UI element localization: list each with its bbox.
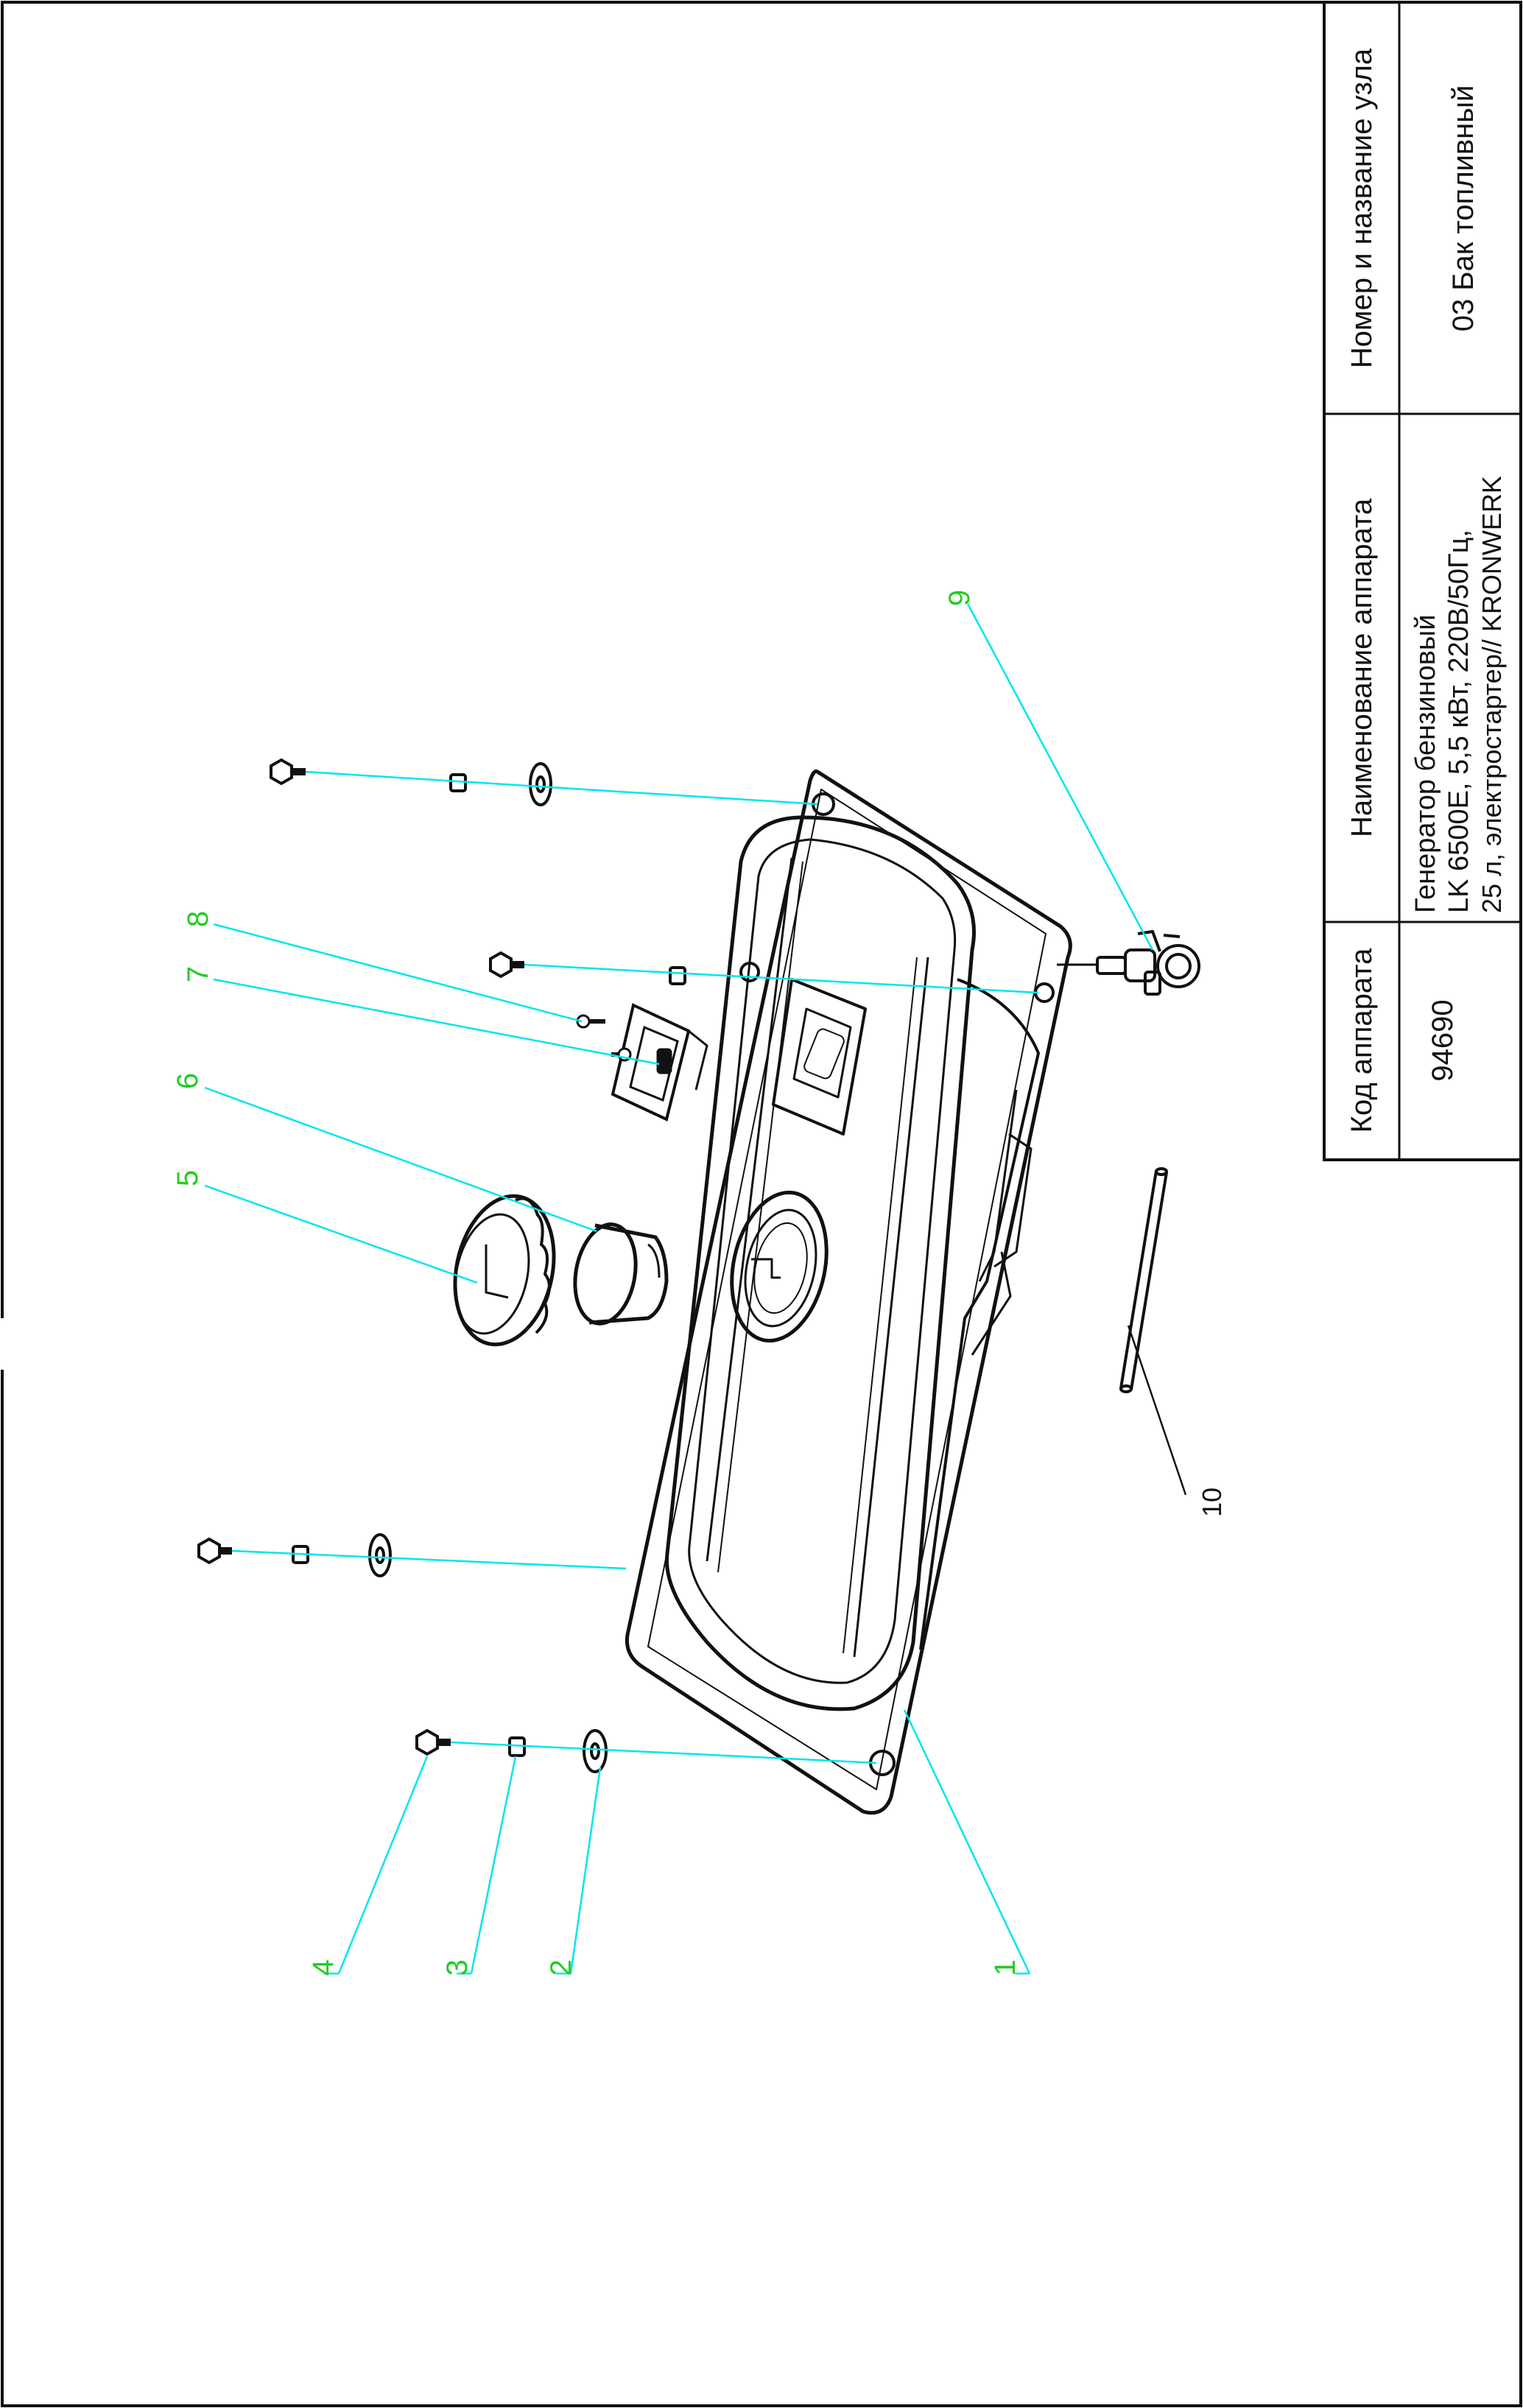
title-col1-header: Код аппарата <box>1346 948 1378 1133</box>
title-col1-value: 94690 <box>1427 999 1459 1081</box>
leader-line-10 <box>1127 1325 1187 1496</box>
title-col2-header: Наименование аппарата <box>1346 498 1378 837</box>
fastener-set-top <box>270 758 552 806</box>
callout-1: 1 <box>989 1960 1021 1976</box>
fuel-valve <box>1057 929 1200 996</box>
title-col2-line2: LK 6500E, 5,5 кВт, 220В/50Гц, <box>1443 529 1474 913</box>
leader-lines <box>204 603 1154 1975</box>
title-col3-value: 03 Бак топливный <box>1447 85 1480 332</box>
callout-6: 6 <box>172 1073 204 1089</box>
callout-4: 4 <box>307 1960 340 1976</box>
callout-10: 10 <box>1197 1488 1227 1517</box>
fuel-hose <box>1119 1167 1168 1393</box>
fuel-tank <box>625 770 1072 1815</box>
title-col2-line1: Генератор бензиновый <box>1410 615 1441 913</box>
fuel-gauge <box>611 1003 708 1122</box>
callout-5: 5 <box>172 1170 204 1186</box>
title-block: Код аппарата 94690 Наименование аппарата… <box>1323 1 1522 1161</box>
callout-9: 9 <box>943 590 976 606</box>
fastener-set-mid <box>489 951 686 985</box>
callout-3: 3 <box>441 1960 474 1976</box>
fastener-set-left <box>197 1533 392 1577</box>
callout-8: 8 <box>182 911 214 927</box>
callout-2: 2 <box>545 1960 577 1976</box>
title-col2-line3: 25 л, электростартер// KRONWERK <box>1477 476 1507 913</box>
callout-7: 7 <box>182 966 214 982</box>
filler-cap <box>453 1194 556 1347</box>
fastener-set-bottom <box>415 1728 608 1773</box>
filler-strainer <box>573 1222 669 1326</box>
title-col3-header: Номер и название узла <box>1346 48 1378 368</box>
